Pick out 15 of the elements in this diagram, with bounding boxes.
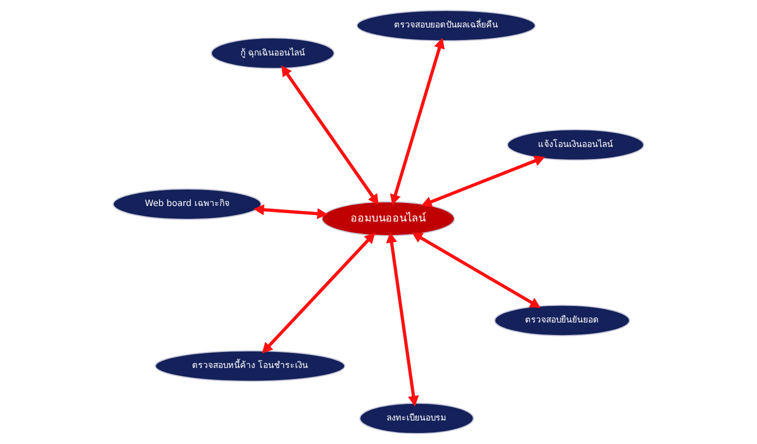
node-ellipse: ตรวจสอบยืนยันยอด	[494, 304, 630, 336]
node-ellipse: ตรวจสอบหนี้ค้าง โอนชำระเงิน	[154, 350, 346, 382]
arrow	[412, 232, 541, 308]
arrow	[253, 204, 328, 220]
arrow	[281, 66, 379, 205]
node-ellipse: ตรวจสอบยอดปันผลเฉลี่ยคืน	[356, 10, 536, 42]
arrow	[262, 232, 376, 354]
node-ellipse: Web board เฉพาะกิจ	[112, 188, 262, 220]
arrow	[390, 38, 445, 206]
node-ellipse: กู้ ฉุกเฉินออนไลน์	[210, 37, 335, 69]
arrow	[386, 232, 419, 406]
node-ellipse: ออมบนออนไลน์	[321, 201, 455, 236]
arrow	[421, 156, 546, 208]
node-ellipse: ลงทะเบียนอบรม	[359, 402, 474, 434]
node-ellipse: แจ้งโอนเงินออนไลน์	[506, 129, 644, 161]
